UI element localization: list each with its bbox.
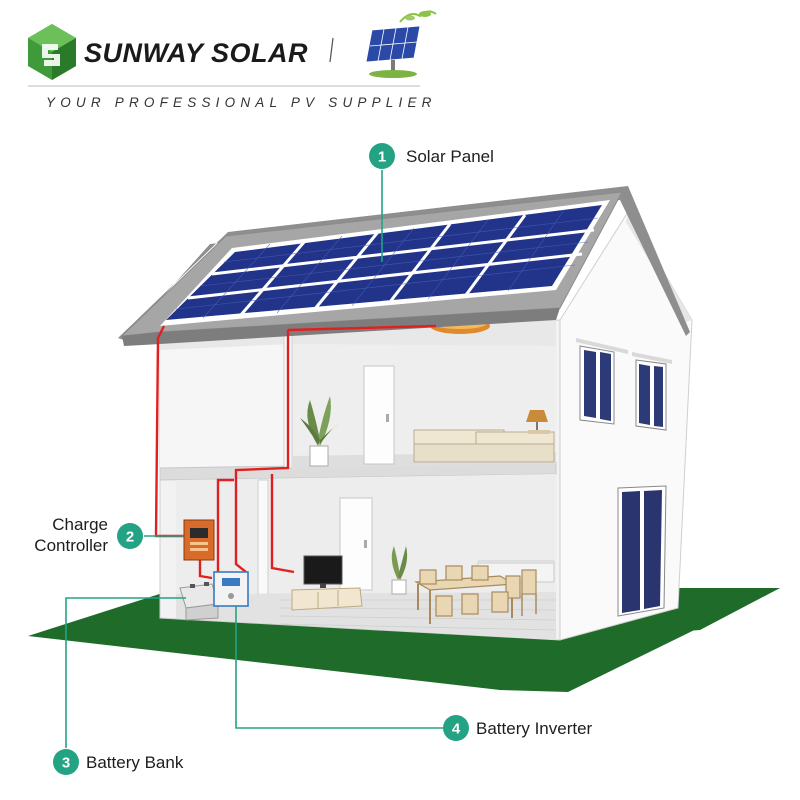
callout-label-battery-bank: Battery Bank: [86, 753, 184, 772]
callout-badge-4: [443, 715, 469, 741]
battery-inverter-device: [213, 571, 249, 607]
callout-label-charge: Charge: [52, 515, 108, 534]
side-window-upper-left: [576, 338, 628, 425]
upper-door: [363, 365, 395, 465]
dining-set: [413, 565, 537, 624]
callout-label-controller: Controller: [34, 536, 108, 555]
brand-name: SUNWAY SOLAR: [84, 38, 308, 68]
brand-tagline: YOUR PROFESSIONAL PV SUPPLIER: [46, 95, 437, 110]
side-window-upper-right: [632, 352, 672, 431]
leader-battery-bank: [65, 597, 186, 748]
logo-divider: [329, 37, 334, 63]
callout-badge-3: [53, 749, 79, 775]
callout-leaders: [65, 170, 446, 748]
callout-number-1: 1: [378, 149, 386, 166]
callout-number-4: 4: [452, 721, 461, 738]
callout-charge-controller: 2 Charge Controller: [34, 515, 143, 555]
tv-set: [291, 555, 363, 611]
logo-cube-icon: [28, 24, 76, 80]
callout-badge-2: [117, 523, 143, 549]
callout-battery-inverter: 4 Battery Inverter: [443, 715, 593, 741]
callout-label-solar-panel: Solar Panel: [406, 147, 494, 166]
table-lamp: [526, 410, 550, 434]
side-glass-door: [617, 485, 667, 617]
callout-number-3: 3: [62, 755, 70, 772]
plant-upper: [300, 396, 338, 467]
callout-badge-1: [369, 143, 395, 169]
callout-number-2: 2: [126, 529, 134, 546]
callout-label-battery-inverter: Battery Inverter: [476, 719, 593, 738]
plant-lower: [391, 546, 408, 595]
lower-door: [339, 497, 373, 591]
solar-tree-icon: [365, 10, 437, 78]
solar-panel-array: [160, 200, 610, 326]
leader-battery-inverter: [235, 606, 446, 729]
charge-controller-device: [183, 519, 215, 561]
callout-solar-panel: 1 Solar Panel: [369, 143, 494, 169]
callout-battery-bank: 3 Battery Bank: [53, 749, 184, 775]
bed: [413, 429, 555, 463]
battery-bank-device: [179, 582, 219, 621]
company-logo: SUNWAY SOLAR YOUR PROFESSIONAL PV SUPPLI…: [28, 10, 437, 110]
